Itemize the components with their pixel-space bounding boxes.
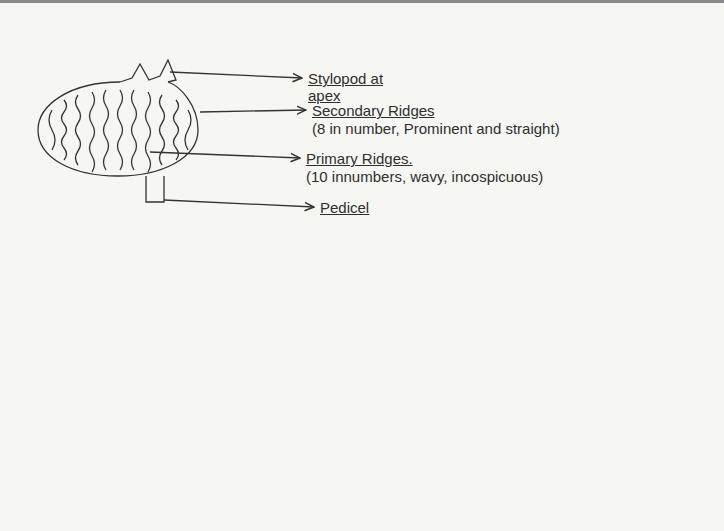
top-edge — [0, 0, 724, 3]
part-note: (10 innumbers, wavy, incospicuous) — [306, 168, 706, 185]
part-name: Stylopod at apex — [308, 70, 398, 104]
stylopod — [120, 60, 176, 82]
fruit-outline — [38, 82, 198, 176]
part-note: (8 in number, Prominent and straight) — [312, 120, 712, 137]
part-name: Primary Ridges. — [306, 150, 686, 167]
ridges — [49, 90, 191, 172]
part-name: Secondary Ridges — [312, 102, 692, 119]
pedicel — [146, 176, 164, 202]
part-name: Pedicel — [320, 199, 520, 216]
leader-lines — [150, 72, 314, 207]
